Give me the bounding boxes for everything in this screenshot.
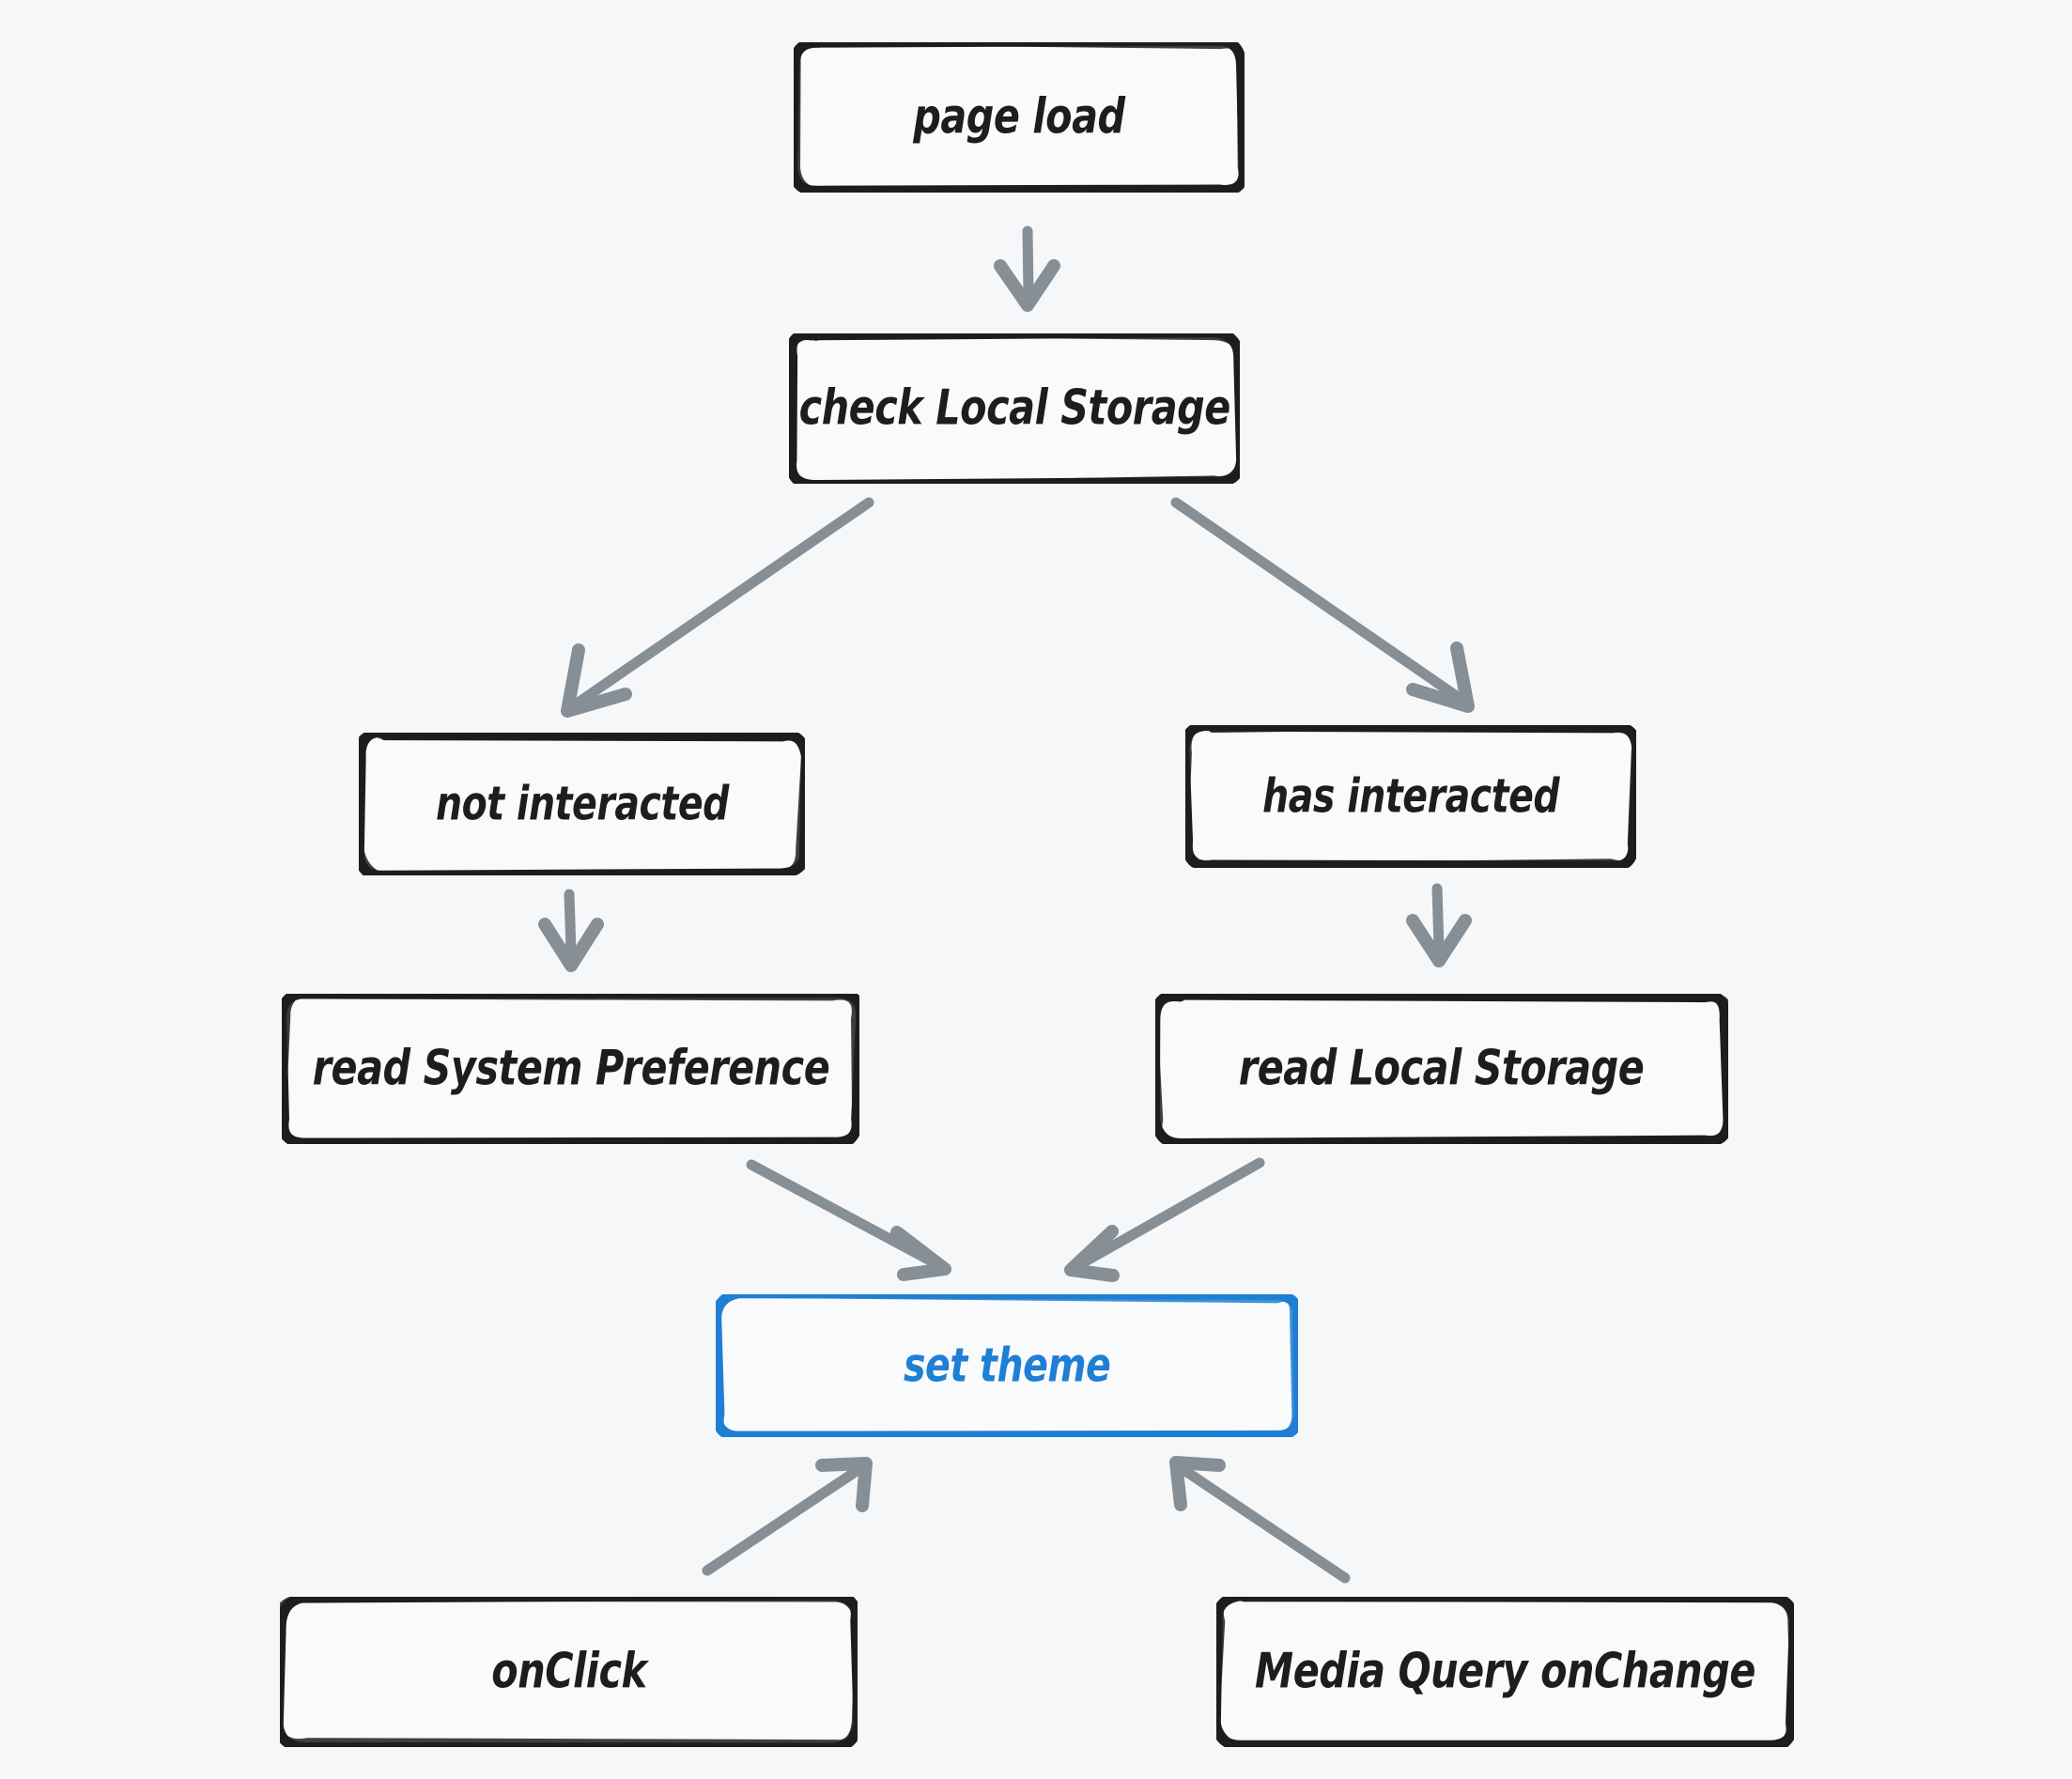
edge-check-to-has-interacted [1170,497,1475,713]
node-label: read Local Storage [1239,1040,1645,1097]
edge-storage-to-set-theme [1064,1157,1265,1282]
node-read-local-storage[interactable]: read Local Storage [1155,994,1728,1144]
node-media-query-onchange[interactable]: Media Query onChange [1216,1597,1794,1747]
node-label: Media Query onChange [1254,1643,1755,1700]
edge-page-load-to-check [994,225,1060,312]
node-read-system-preference[interactable]: read System Preference [282,994,859,1144]
node-label: page load [913,88,1125,146]
edge-check-to-not-interacted [561,497,874,718]
node-label: has interacted [1261,768,1560,824]
node-label: onClick [490,1643,647,1700]
node-page-load[interactable]: page load [794,42,1245,193]
edge-onclick-to-set-theme [702,1457,873,1576]
node-check-local-storage[interactable]: check Local Storage [789,333,1240,484]
node-has-interacted[interactable]: has interacted [1185,725,1636,868]
node-label: read System Preference [312,1040,829,1097]
node-not-interacted[interactable]: not interacted [359,733,805,875]
edge-has-interacted-to-storage [1406,883,1472,967]
node-label: check Local Storage [798,379,1230,437]
edge-syspref-to-set-theme [746,1159,951,1281]
node-label: not interacted [435,776,729,831]
edge-not-interacted-to-syspref [538,889,604,972]
edge-onchange-to-set-theme [1169,1456,1351,1584]
node-label: set theme [903,1338,1111,1393]
node-on-click[interactable]: onClick [280,1597,858,1747]
node-set-theme[interactable]: set theme [716,1294,1298,1437]
